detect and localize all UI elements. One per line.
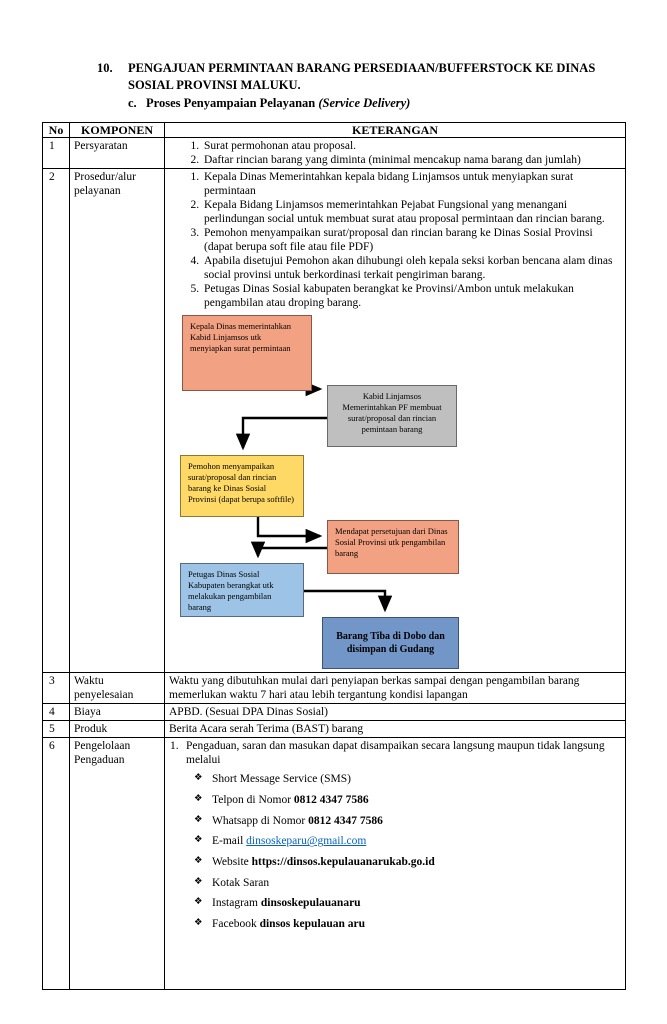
keterangan-cell: APBD. (Sesuai DPA Dinas Sosial) xyxy=(164,703,626,722)
table-row: 4 Biaya APBD. (Sesuai DPA Dinas Sosial) xyxy=(42,703,626,722)
komponen-cell: Produk xyxy=(69,720,165,739)
persyaratan-list: Surat permohonan atau proposal. Daftar r… xyxy=(169,139,621,167)
flow-box-kabid-linjamsos: Kabid Linjamsos Memerintahkan PF membuat… xyxy=(327,385,457,448)
keterangan-cell: 1. Pengaduan, saran dan masukan dapat di… xyxy=(164,737,626,991)
table-row: 1 Persyaratan Surat permohonan atau prop… xyxy=(42,137,626,170)
arrow-box4-to-box5 xyxy=(250,541,327,559)
phone-number: 0812 4347 7586 xyxy=(293,794,369,807)
komponen-cell: Prosedur/alur pelayanan xyxy=(69,168,165,674)
komponen-cell: Biaya xyxy=(69,703,165,722)
row-number: 2 xyxy=(42,168,70,674)
table-row: 3 Waktu penyelesaian Waktu yang dibutuhk… xyxy=(42,672,626,705)
komponen-cell: Persyaratan xyxy=(69,137,165,170)
list-item: Surat permohonan atau proposal. xyxy=(202,139,621,153)
table-row: 6 Pengelolaan Pengaduan 1. Pengaduan, sa… xyxy=(42,737,626,991)
list-item: ❖ Website https://dinsos.kepulauanarukab… xyxy=(194,854,621,871)
flowchart: Kepala Dinas memerintahkan Kabid Linjams… xyxy=(169,315,619,671)
row-number: 6 xyxy=(42,737,70,991)
diamond-bullet-icon: ❖ xyxy=(194,855,203,867)
diamond-bullet-icon: ❖ xyxy=(194,834,203,846)
list-item: ❖ E-mail dinsoskeparu@gmail.com xyxy=(194,833,621,850)
service-standard-table: No KOMPONEN KETERANGAN 1 Persyaratan Sur… xyxy=(42,121,626,991)
keterangan-cell: Surat permohonan atau proposal. Daftar r… xyxy=(164,137,626,170)
whatsapp-number: 0812 4347 7586 xyxy=(308,814,383,827)
list-item: Kepala Dinas Memerintahkan kepala bidang… xyxy=(202,170,621,198)
flow-box-kepala-dinas: Kepala Dinas memerintahkan Kabid Linjams… xyxy=(182,315,312,392)
column-header-keterangan: KETERANGAN xyxy=(164,121,626,139)
list-item: Daftar rincian barang yang diminta (mini… xyxy=(202,153,621,167)
list-item: ❖ Instagram dinsoskepulauanaru xyxy=(194,895,621,912)
keterangan-cell: Berita Acara serah Terima (BAST) barang xyxy=(164,720,626,739)
document-header: 10. PENGAJUAN PERMINTAAN BARANG PERSEDIA… xyxy=(0,0,667,112)
table-row: 2 Prosedur/alur pelayanan Kepala Dinas M… xyxy=(42,168,626,674)
keterangan-cell: Waktu yang dibutuhkan mulai dari penyiap… xyxy=(164,672,626,705)
flow-box-petugas-berangkat: Petugas Dinas Sosial Kabupaten berangkat… xyxy=(180,563,304,618)
list-item: ❖ Whatsapp di Nomor 0812 4347 7586 xyxy=(194,813,621,830)
diamond-bullet-icon: ❖ xyxy=(194,772,203,784)
pengaduan-channels: ❖ Short Message Service (SMS) ❖ Telpon d… xyxy=(169,771,621,932)
page-title: PENGAJUAN PERMINTAAN BARANG PERSEDIAAN/B… xyxy=(128,61,596,92)
arrow-box3-to-box4 xyxy=(256,517,323,544)
subtitle-text: Proses Penyampaian Pelayanan (Service De… xyxy=(146,96,411,110)
page-subtitle: c. Proses Penyampaian Pelayanan (Service… xyxy=(128,95,620,112)
list-item: ❖ Short Message Service (SMS) xyxy=(194,771,621,788)
list-item: Pemohon menyampaikan surat/proposal dan … xyxy=(202,226,621,254)
arrow-box2-to-box3 xyxy=(235,417,327,451)
diamond-bullet-icon: ❖ xyxy=(194,875,203,887)
komponen-cell: Waktu penyelesaian xyxy=(69,672,165,705)
diamond-bullet-icon: ❖ xyxy=(194,896,203,908)
table-row: 5 Produk Berita Acara serah Terima (BAST… xyxy=(42,720,626,739)
flow-box-pemohon-menyampaikan: Pemohon menyampaikan surat/proposal dan … xyxy=(180,455,304,518)
komponen-cell: Pengelolaan Pengaduan xyxy=(69,737,165,991)
email-link[interactable]: dinsoskeparu@gmail.com xyxy=(246,835,367,848)
title-block: PENGAJUAN PERMINTAAN BARANG PERSEDIAAN/B… xyxy=(128,60,620,112)
facebook-name: dinsos kepulauan aru xyxy=(259,918,366,931)
column-header-no: No xyxy=(42,121,70,139)
flow-box-barang-tiba: Barang Tiba di Dobo dan disimpan di Guda… xyxy=(322,617,459,670)
list-item: ❖ Telpon di Nomor 0812 4347 7586 xyxy=(194,792,621,809)
list-item: ❖ Kotak Saran xyxy=(194,875,621,892)
pengaduan-intro: 1. Pengaduan, saran dan masukan dapat di… xyxy=(169,739,621,767)
intro-text: Pengaduan, saran dan masukan dapat disam… xyxy=(186,740,605,767)
list-item: Kepala Bidang Linjamsos memerintahkan Pe… xyxy=(202,198,621,226)
row-number: 4 xyxy=(42,703,70,722)
column-header-komponen: KOMPONEN xyxy=(69,121,165,139)
keterangan-cell: Kepala Dinas Memerintahkan kepala bidang… xyxy=(164,168,626,674)
table-header-row: No KOMPONEN KETERANGAN xyxy=(42,121,626,139)
diamond-bullet-icon: ❖ xyxy=(194,917,203,929)
list-item: ❖ Facebook dinsos kepulauan aru xyxy=(194,916,621,933)
arrow-box5-to-box6 xyxy=(304,590,393,613)
diamond-bullet-icon: ❖ xyxy=(194,813,203,825)
list-item: Petugas Dinas Sosial kabupaten berangkat… xyxy=(202,282,621,310)
row-number: 1 xyxy=(42,137,70,170)
row-number: 3 xyxy=(42,672,70,705)
flow-box-persetujuan: Mendapat persetujuan dari Dinas Sosial P… xyxy=(327,520,459,575)
subtitle-italic: (Service Delivery) xyxy=(318,96,411,110)
instagram-handle: dinsoskepulauanaru xyxy=(260,897,361,910)
subtitle-letter: c. xyxy=(128,96,137,110)
website-url: https://dinsos.kepulauanarukab.go.id xyxy=(251,856,435,869)
flow-arrows xyxy=(235,382,393,613)
section-number: 10. xyxy=(97,61,113,75)
diamond-bullet-icon: ❖ xyxy=(194,793,203,805)
prosedur-list: Kepala Dinas Memerintahkan kepala bidang… xyxy=(169,170,621,310)
list-item: Apabila disetujui Pemohon akan dihubungi… xyxy=(202,254,621,282)
intro-number: 1. xyxy=(170,740,179,753)
row-number: 5 xyxy=(42,720,70,739)
